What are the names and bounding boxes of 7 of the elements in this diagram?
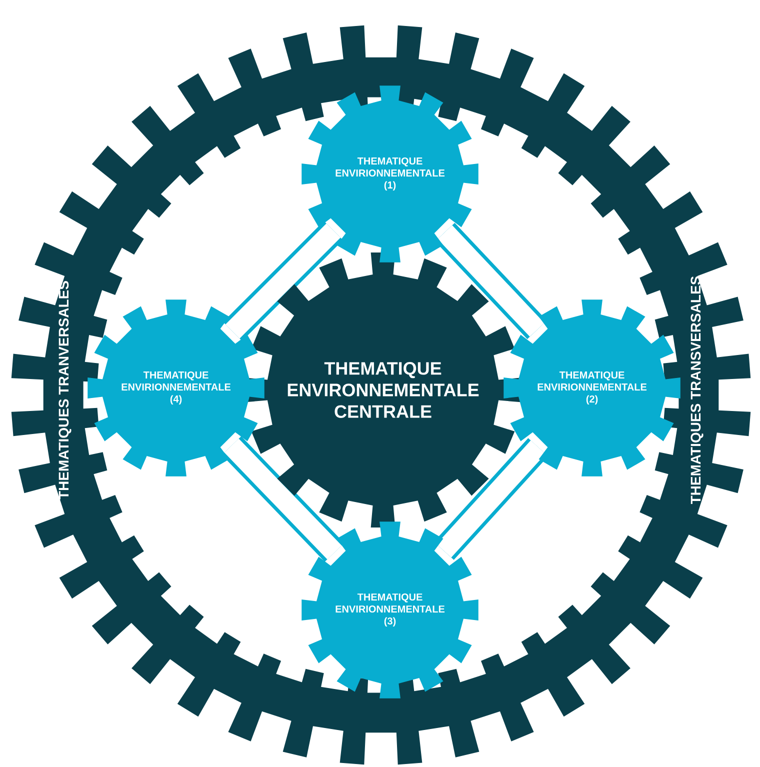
- gear: THEMATIQUE ENVIRONNEMENTALE CENTRALE: [246, 252, 520, 528]
- gear: THEMATIQUE ENVIRIONNEMENTALE (4): [88, 300, 264, 476]
- gear: THEMATIQUE ENVIRIONNEMENTALE (3): [302, 522, 478, 698]
- double-line-connector: [222, 436, 344, 562]
- gear: THEMATIQUE ENVIRIONNEMENTALE (2): [504, 300, 680, 476]
- gear: THEMATIQUE ENVIRIONNEMENTALE (1): [302, 86, 478, 262]
- double-line-connector: [223, 221, 343, 341]
